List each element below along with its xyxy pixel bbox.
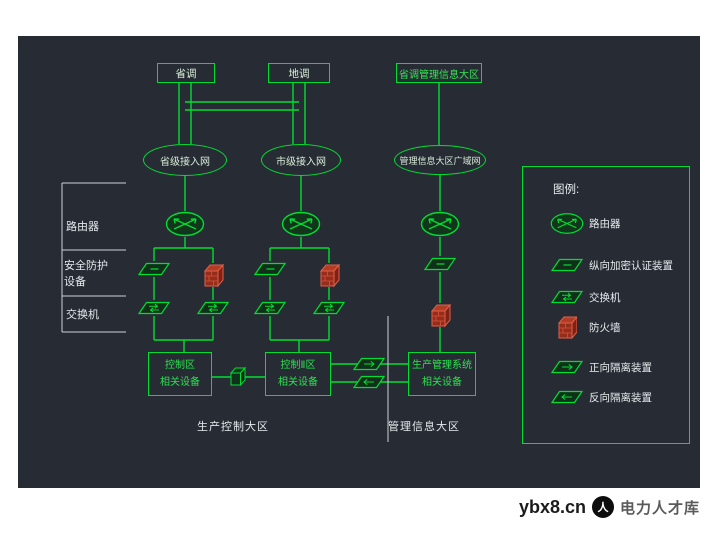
node-provincial-mgmt-info-zone: 省调管理信息大区	[396, 63, 482, 83]
network-label: 市级接入网	[276, 156, 326, 168]
brand-logo-icon: 人	[591, 496, 614, 518]
legend-row: 纵向加密认证装置	[545, 253, 673, 277]
side-bracket-lines	[61, 182, 126, 333]
connector-lines	[61, 83, 441, 442]
router-icon	[545, 212, 589, 235]
zone-link-device-icon	[230, 367, 246, 386]
forward-isolation-icon	[545, 359, 589, 375]
firewall-icon	[431, 304, 451, 327]
brand-logo-glyph: 人	[597, 502, 609, 514]
router-icon	[281, 211, 321, 237]
legend-box: 图例: 路由器 纵向加密认证装置 交换机	[522, 166, 690, 444]
firewall-icon	[320, 264, 340, 287]
legend-label: 反向隔离装置	[589, 391, 652, 404]
network-provincial-access: 省级接入网	[143, 144, 227, 176]
devbox-title: 生产管理系统	[412, 360, 472, 371]
node-label: 省调管理信息大区	[399, 69, 479, 81]
zone-label-production-control: 生产控制大区	[197, 421, 269, 433]
forward-isolation-icon	[353, 357, 385, 371]
node-provincial-dispatch: 省调	[157, 63, 215, 83]
devbox-subtitle: 相关设备	[278, 377, 318, 388]
router-icon	[420, 211, 460, 237]
switch-icon	[545, 289, 589, 305]
brand-name: 电力人才库	[619, 499, 700, 517]
network-mgmt-info-wan: 管理信息大区广域网	[394, 145, 486, 175]
reverse-isolation-icon	[353, 375, 385, 389]
legend-row: 正向隔离装置	[545, 355, 652, 379]
switch-icon	[313, 301, 345, 315]
encryption-device-icon	[138, 262, 170, 276]
side-label-security-equipment: 安全防护 设备	[64, 260, 108, 288]
switch-icon	[254, 301, 286, 315]
legend-row: 交换机	[545, 285, 621, 309]
switch-icon	[197, 301, 229, 315]
node-production-mgmt-equipment: 生产管理系统 相关设备	[408, 352, 476, 396]
legend-row: 反向隔离装置	[545, 385, 652, 409]
legend-title: 图例:	[553, 184, 580, 196]
side-label-router: 路由器	[66, 221, 99, 233]
legend-label: 交换机	[589, 291, 621, 304]
node-control-zone2-equipment: 控制Ⅱ区 相关设备	[265, 352, 331, 396]
legend-label: 正向隔离装置	[589, 361, 652, 374]
network-label: 省级接入网	[160, 156, 210, 168]
router-icon	[165, 211, 205, 237]
devbox-subtitle: 相关设备	[160, 377, 200, 388]
devbox-title: 控制区	[165, 360, 195, 371]
encryption-device-icon	[254, 262, 286, 276]
green-wires	[153, 83, 441, 383]
node-label: 省调	[175, 67, 197, 80]
node-label: 地调	[288, 67, 310, 80]
side-label-switch: 交换机	[66, 309, 99, 321]
firewall-icon	[204, 264, 224, 287]
firewall-icon	[545, 315, 589, 339]
network-label: 管理信息大区广域网	[399, 155, 481, 166]
legend-label: 纵向加密认证装置	[589, 259, 673, 272]
reverse-isolation-icon	[545, 389, 589, 405]
encryption-device-icon	[545, 257, 589, 273]
legend-label: 路由器	[589, 217, 621, 230]
diagram-canvas: 省调 地调 省调管理信息大区 省级接入网 市级接入网 管理信息大区广域网	[18, 36, 700, 488]
devbox-subtitle: 相关设备	[422, 377, 462, 388]
switch-icon	[138, 301, 170, 315]
zone-label-mgmt-info: 管理信息大区	[388, 421, 460, 433]
legend-row: 路由器	[545, 211, 621, 235]
legend-label: 防火墙	[589, 321, 621, 334]
node-control-zone-equipment: 控制区 相关设备	[148, 352, 212, 396]
node-local-dispatch: 地调	[268, 63, 330, 83]
legend-row: 防火墙	[545, 315, 621, 339]
network-city-access: 市级接入网	[261, 144, 341, 176]
devbox-title: 控制Ⅱ区	[280, 360, 316, 371]
watermark: ybx8.cn 人 电力人才库	[519, 492, 700, 522]
site-name: ybx8.cn	[518, 496, 586, 517]
encryption-device-icon	[424, 257, 456, 271]
